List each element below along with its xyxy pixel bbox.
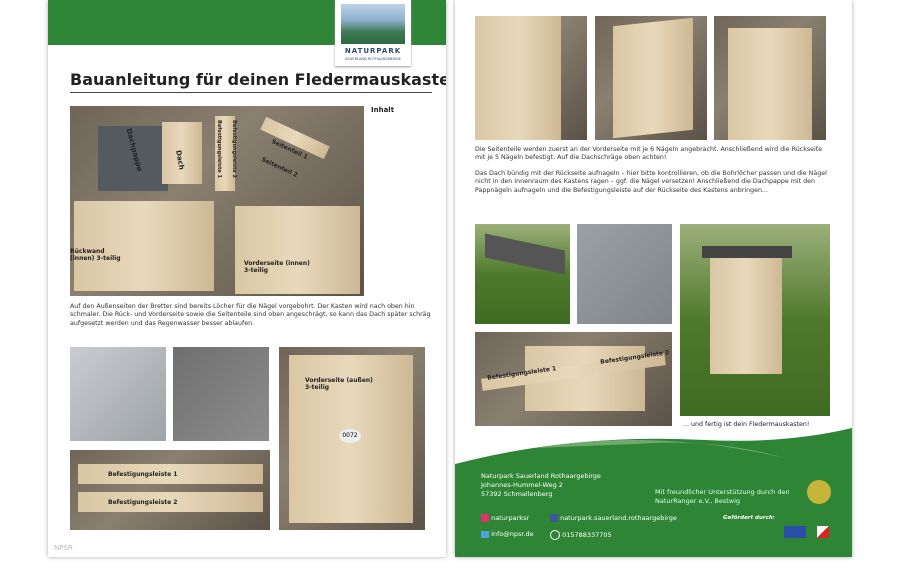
label-seitenteil2: Seitenteil 2 (260, 156, 299, 179)
email-link[interactable]: info@npsr.de (481, 530, 534, 539)
facebook-icon (550, 514, 558, 522)
label-leiste2: Befestigungsleiste 2 (230, 120, 237, 178)
footer-support: Mit freundlicher Unterstützung durch den… (655, 488, 790, 505)
watermark: NPSR (54, 544, 73, 552)
phone-link[interactable]: 015788337705 (550, 530, 612, 540)
roof-photo-2 (577, 224, 672, 324)
box-number-tag: 0072 (339, 429, 361, 443)
whatsapp-icon (550, 530, 560, 540)
label-vorderseite-innen: Vorderseite (innen) 3-teilig (244, 260, 310, 274)
label-strip2: Befestigungsleiste 2 (108, 499, 178, 506)
side-assembly-photo-2 (595, 16, 707, 140)
footer-background (455, 428, 852, 557)
naturranger-logo (807, 480, 831, 504)
instagram-icon (481, 514, 489, 522)
roof-photo-1 (475, 224, 570, 324)
side-assembly-photo-1 (475, 16, 587, 140)
page-title: Bauanleitung für deinen Fledermauskasten (70, 70, 446, 89)
side-assembly-photo-3 (714, 16, 826, 140)
mounting-strips-photo: Befestigungsleiste 1 Befestigungsleiste … (70, 450, 270, 530)
facebook-link[interactable]: naturpark.sauerland.rothaargebirge (550, 514, 677, 523)
finished-box-photo (680, 224, 830, 416)
mounting-strip-photo: Befestigungsleiste 1 Befestigungsleiste … (475, 332, 672, 426)
label-strip1: Befestigungsleiste 1 (108, 471, 178, 478)
right-page: Die Seitenteile werden zuerst an der Vor… (455, 0, 852, 557)
roofing-photo (173, 347, 269, 441)
left-page: NATURPARK SAUERLAND ROTHAARGEBIRGE Bauan… (48, 0, 446, 557)
front-outside-photo: Vorderseite (außen) 3-teilig 0072 (279, 347, 425, 530)
eu-flag-icon (784, 526, 806, 538)
nrw-logo-icon (817, 526, 829, 538)
label-leiste1: Befestigungsleiste 1 (215, 120, 222, 178)
mail-icon (481, 530, 489, 538)
intro-paragraph: Auf den Außenseiten der Bretter sind ber… (70, 303, 431, 327)
finished-caption: ... und fertig ist dein Fledermauskasten… (683, 421, 810, 428)
paragraph-roof: Das Dach bündig mit der Rückseite aufnag… (475, 170, 827, 194)
funded-by-label: Gefördert durch: (723, 515, 775, 521)
label-rueckwand: Rückwand (innen) 3-teilig (70, 248, 121, 262)
contents-label: Inhalt (371, 106, 395, 114)
title-underline (70, 92, 432, 93)
nails-package-photo (70, 347, 166, 441)
instagram-link[interactable]: naturparksr (481, 514, 529, 523)
naturpark-logo: NATURPARK SAUERLAND ROTHAARGEBIRGE (335, 0, 411, 66)
paragraph-sides: Die Seitenteile werden zuerst an der Vor… (475, 146, 823, 162)
label-vorderseite-aussen: Vorderseite (außen) 3-teilig (305, 377, 373, 391)
parts-photo: Dachpappe Dach Befestigungsleiste 1 Befe… (70, 106, 364, 296)
